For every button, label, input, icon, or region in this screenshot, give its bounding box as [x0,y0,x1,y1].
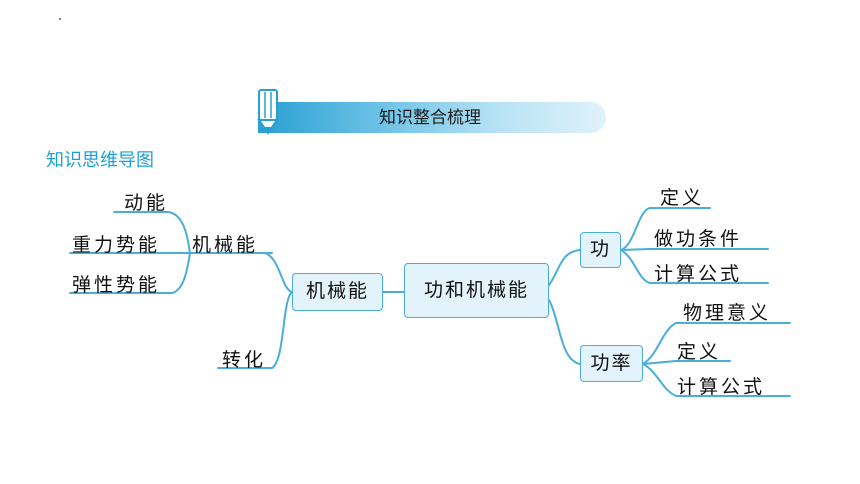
leaf-power-formula: 计算公式 [677,376,766,398]
node-work: 功 [580,232,621,268]
connector [642,363,677,397]
node-power: 功率 [580,345,643,382]
decor-dot [59,18,61,20]
connector [620,207,651,251]
branch-conversion: 转化 [222,349,267,371]
leaf-power-definition: 定义 [677,341,722,363]
connector [642,322,677,365]
leaf-work-conditions: 做功条件 [654,228,743,250]
node-center-work-and-mechanical-energy: 功和机械能 [404,263,549,318]
leaf-power-physical-meaning: 物理意义 [683,302,772,324]
leaf-kinetic-energy: 动能 [124,192,169,214]
connector [642,360,677,365]
leaf-elastic-potential-energy: 弹性势能 [72,274,161,296]
pencil-icon [257,89,279,135]
leaf-work-formula: 计算公式 [654,263,743,285]
mindmap-subtitle: 知识思维导图 [46,150,154,171]
connector [264,252,293,293]
connector [548,299,581,365]
connector [620,249,651,284]
leaf-work-definition: 定义 [660,187,705,209]
connector [271,291,293,369]
connector [167,211,191,254]
node-mechanical-energy: 机械能 [292,273,383,311]
banner-title: 知识整合梳理 [379,108,481,128]
connector [171,252,191,294]
header-banner [258,102,606,133]
branch-mechanical-energy: 机械能 [192,234,259,256]
leaf-gravitational-potential-energy: 重力势能 [72,234,161,256]
connector [548,249,581,286]
connector [620,248,651,251]
